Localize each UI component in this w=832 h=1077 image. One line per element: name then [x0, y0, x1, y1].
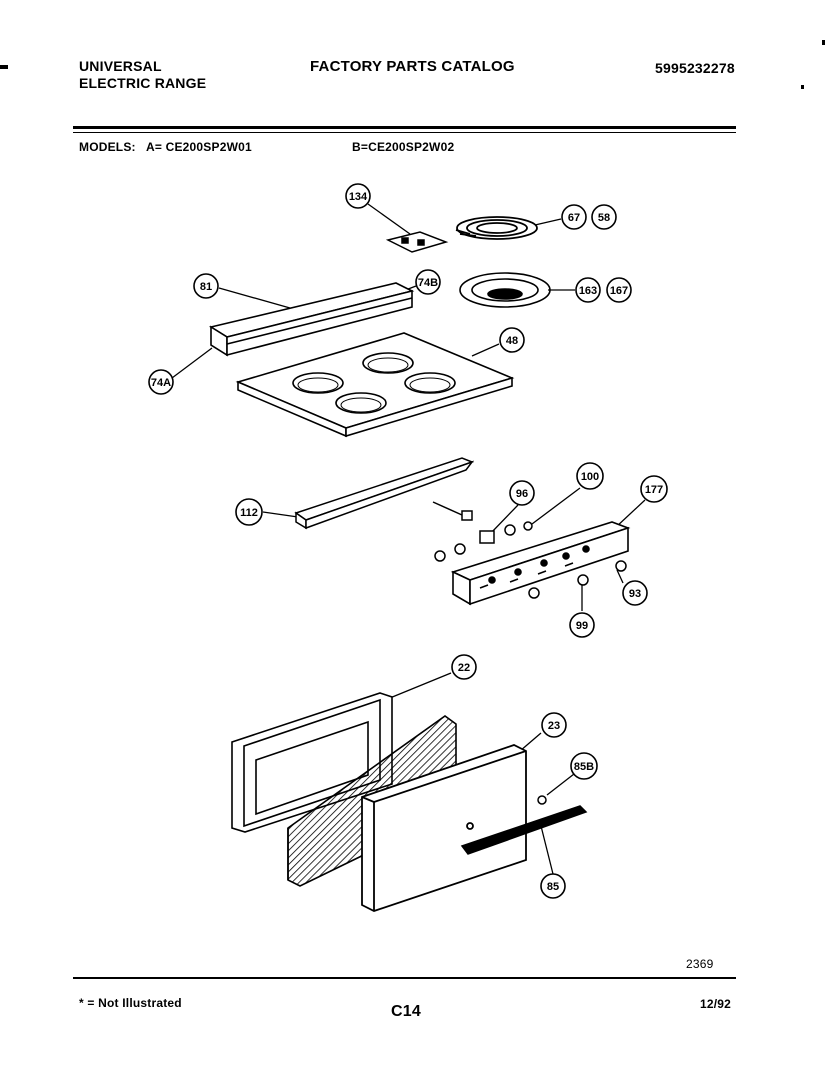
svg-text:134: 134 [349, 191, 368, 203]
header-rule-thick [73, 126, 736, 129]
callout-67: 67 [561, 204, 587, 230]
callout-48: 48 [499, 327, 525, 353]
svg-text:85B: 85B [574, 761, 594, 773]
svg-text:81: 81 [200, 281, 212, 293]
header-rule-thin [73, 132, 736, 133]
callout-93: 93 [622, 580, 648, 606]
svg-text:22: 22 [458, 662, 470, 674]
svg-text:48: 48 [506, 335, 518, 347]
callout-100: 100 [576, 462, 604, 490]
svg-text:177: 177 [645, 484, 663, 496]
callout-58: 58 [591, 204, 617, 230]
scan-mark-right-top [822, 40, 825, 45]
callout-163: 163 [575, 277, 601, 303]
callout-22: 22 [451, 654, 477, 680]
svg-text:58: 58 [598, 212, 610, 224]
callout-177: 177 [640, 475, 668, 503]
cooktop [235, 332, 515, 438]
svg-text:112: 112 [240, 507, 258, 519]
callout-99: 99 [569, 612, 595, 638]
door-handle [460, 795, 588, 855]
control-panel [450, 521, 631, 606]
control-knobs [434, 543, 627, 599]
control-bracket [294, 457, 475, 530]
leader-lines [171, 203, 646, 875]
brand-line-2: ELECTRIC RANGE [79, 75, 207, 91]
svg-text:67: 67 [568, 212, 580, 224]
not-illustrated-note: * = Not Illustrated [79, 996, 182, 1010]
callout-167: 167 [606, 277, 632, 303]
svg-text:163: 163 [579, 285, 597, 297]
page-number: C14 [391, 1003, 421, 1020]
callout-74a: 74A [148, 369, 174, 395]
models-label: MODELS: [79, 140, 136, 154]
svg-text:93: 93 [629, 588, 641, 600]
surface-element-coil [455, 216, 538, 240]
svg-text:74A: 74A [151, 377, 171, 389]
oven-door-outer [361, 744, 527, 912]
svg-text:167: 167 [610, 285, 628, 297]
callout-85: 85 [540, 873, 566, 899]
model-b: B=CE200SP2W02 [352, 140, 455, 154]
scan-mark-left [0, 65, 8, 69]
callout-112: 112 [235, 498, 263, 526]
callout-23: 23 [541, 712, 567, 738]
footer-rule [73, 977, 736, 979]
callout-74b: 74B [415, 269, 441, 295]
element-bracket [385, 231, 449, 253]
callout-96: 96 [509, 480, 535, 506]
callout-85b: 85B [570, 752, 598, 780]
svg-text:85: 85 [547, 881, 559, 893]
drip-bowl [459, 272, 551, 308]
callout-balloons: 134 67 58 81 74B 163 167 48 74A 96 100 1… [148, 183, 668, 899]
svg-text:100: 100 [581, 471, 599, 483]
brand-line-1: UNIVERSAL [79, 58, 162, 74]
model-a: A= CE200SP2W01 [146, 140, 252, 154]
revision-date: 12/92 [700, 997, 732, 1011]
svg-text:23: 23 [548, 720, 560, 732]
infinite-switch [432, 501, 533, 544]
callout-81: 81 [193, 273, 219, 299]
callout-134: 134 [345, 183, 371, 209]
svg-text:74B: 74B [418, 277, 438, 289]
scan-mark-right-mid [801, 85, 804, 89]
drawing-number: 2369 [686, 957, 714, 971]
backguard-trim [208, 282, 415, 357]
svg-text:96: 96 [516, 488, 528, 500]
svg-text:99: 99 [576, 620, 588, 632]
catalog-title: FACTORY PARTS CATALOG [310, 58, 515, 75]
catalog-number: 5995232278 [655, 60, 735, 76]
